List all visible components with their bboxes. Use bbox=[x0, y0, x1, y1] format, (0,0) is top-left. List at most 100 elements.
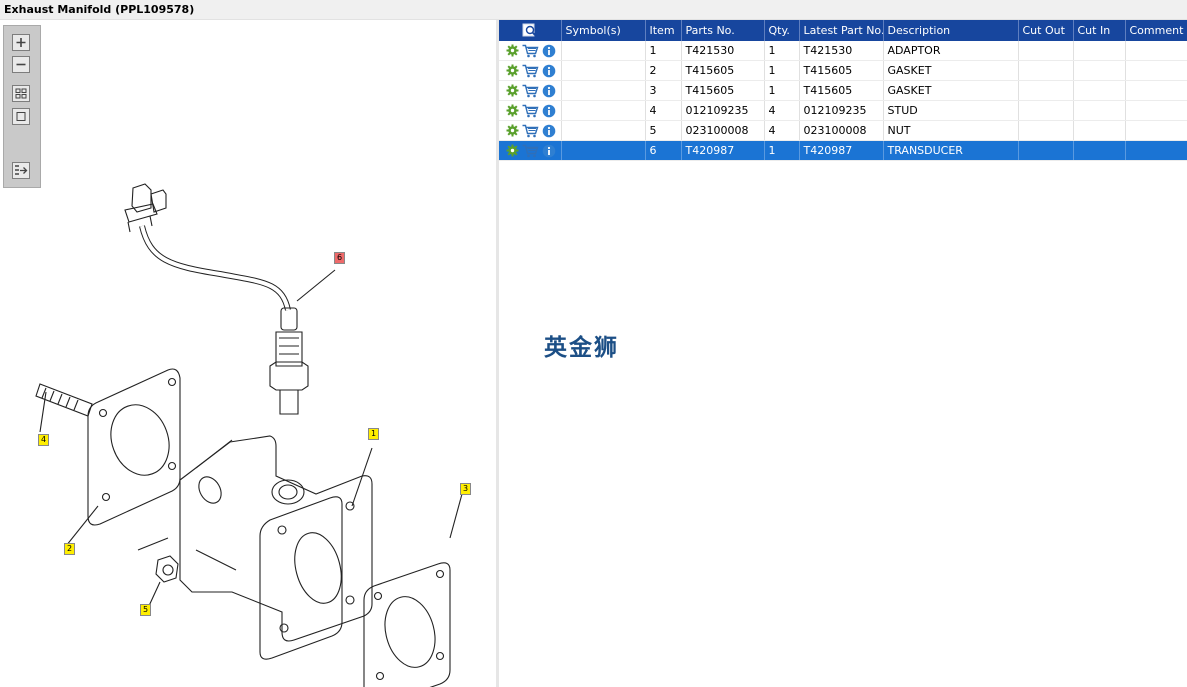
callout-1[interactable]: 1 bbox=[368, 428, 380, 440]
info-icon[interactable] bbox=[542, 64, 556, 78]
cell-symbols bbox=[561, 120, 646, 141]
cart-icon[interactable] bbox=[522, 124, 539, 138]
cart-icon[interactable] bbox=[522, 44, 539, 58]
gear-icon[interactable] bbox=[506, 84, 519, 97]
cell-item: 6 bbox=[645, 140, 682, 161]
info-icon[interactable] bbox=[542, 44, 556, 58]
parts-table: Symbol(s) Item Parts No. Qty. Latest Par… bbox=[499, 20, 1187, 161]
table-row[interactable]: 1 T421530 1 T421530 ADAPTOR bbox=[499, 41, 1187, 61]
cell-symbols bbox=[561, 41, 646, 61]
cell-comment bbox=[1125, 120, 1187, 141]
cell-qty: 4 bbox=[764, 120, 800, 141]
gear-icon[interactable] bbox=[506, 124, 519, 137]
gear-icon[interactable] bbox=[506, 64, 519, 77]
cell-qty: 1 bbox=[764, 60, 800, 81]
table-row[interactable]: 3 T415605 1 T415605 GASKET bbox=[499, 80, 1187, 101]
callout-6[interactable]: 6 bbox=[334, 252, 346, 264]
cell-latest-part-no: T415605 bbox=[799, 80, 884, 101]
cell-parts-no: 012109235 bbox=[681, 100, 765, 121]
list-jump-icon[interactable] bbox=[12, 162, 30, 179]
search-filter-icon[interactable] bbox=[522, 23, 538, 38]
cell-item: 5 bbox=[645, 120, 682, 141]
cell-description: GASKET bbox=[883, 60, 1019, 81]
cell-description: ADAPTOR bbox=[883, 41, 1019, 61]
watermark-text: 英金狮 bbox=[544, 335, 619, 361]
table-row[interactable]: 2 T415605 1 T415605 GASKET bbox=[499, 60, 1187, 81]
panel-splitter[interactable] bbox=[496, 20, 499, 687]
table-row[interactable]: 5 023100008 4 023100008 NUT bbox=[499, 120, 1187, 141]
cell-cut-out bbox=[1018, 41, 1074, 61]
callout-4[interactable]: 4 bbox=[38, 434, 50, 446]
row-actions bbox=[499, 100, 562, 121]
info-icon[interactable] bbox=[542, 84, 556, 98]
cell-cut-out bbox=[1018, 80, 1074, 101]
cart-icon[interactable] bbox=[522, 104, 539, 118]
cell-parts-no: T421530 bbox=[681, 41, 765, 61]
row-actions bbox=[499, 41, 562, 61]
cell-comment bbox=[1125, 41, 1187, 61]
column-header-latest-part-no[interactable]: Latest Part No. bbox=[799, 20, 884, 41]
table-row[interactable]: 6 T420987 1 T420987 TRANSDUCER bbox=[499, 140, 1187, 161]
info-icon[interactable] bbox=[542, 124, 556, 138]
column-header-cut-in[interactable]: Cut In bbox=[1073, 20, 1126, 41]
window-titlebar: Exhaust Manifold (PPL109578) bbox=[0, 0, 1187, 20]
cell-cut-in bbox=[1073, 100, 1126, 121]
cell-cut-in bbox=[1073, 120, 1126, 141]
cell-description: TRANSDUCER bbox=[883, 140, 1019, 161]
table-header-row: Symbol(s) Item Parts No. Qty. Latest Par… bbox=[499, 20, 1187, 41]
cell-comment bbox=[1125, 140, 1187, 161]
zoom-out-icon[interactable] bbox=[12, 56, 30, 73]
cart-icon[interactable] bbox=[522, 144, 539, 158]
info-icon[interactable] bbox=[542, 104, 556, 118]
cell-cut-in bbox=[1073, 140, 1126, 161]
cell-qty: 4 bbox=[764, 100, 800, 121]
cell-parts-no: T415605 bbox=[681, 80, 765, 101]
column-header-parts-no[interactable]: Parts No. bbox=[681, 20, 765, 41]
cell-cut-in bbox=[1073, 60, 1126, 81]
table-row[interactable]: 4 012109235 4 012109235 STUD bbox=[499, 100, 1187, 121]
row-actions bbox=[499, 80, 562, 101]
cell-item: 3 bbox=[645, 80, 682, 101]
fit-all-icon[interactable] bbox=[12, 85, 30, 102]
cell-comment bbox=[1125, 60, 1187, 81]
cell-symbols bbox=[561, 80, 646, 101]
gear-icon[interactable] bbox=[506, 44, 519, 57]
cell-cut-in bbox=[1073, 41, 1126, 61]
column-header-search[interactable] bbox=[499, 20, 562, 41]
window-title: Exhaust Manifold (PPL109578) bbox=[4, 3, 195, 16]
diagram-panel: 1 2 3 4 5 6 bbox=[0, 20, 496, 687]
callout-2[interactable]: 2 bbox=[64, 543, 76, 555]
cell-item: 1 bbox=[645, 41, 682, 61]
cell-qty: 1 bbox=[764, 41, 800, 61]
column-header-symbols[interactable]: Symbol(s) bbox=[561, 20, 646, 41]
diagram-toolbar bbox=[3, 25, 41, 188]
cell-symbols bbox=[561, 60, 646, 81]
cell-comment bbox=[1125, 100, 1187, 121]
gear-icon[interactable] bbox=[506, 104, 519, 117]
column-header-cut-out[interactable]: Cut Out bbox=[1018, 20, 1074, 41]
fit-window-icon[interactable] bbox=[12, 108, 30, 125]
cell-comment bbox=[1125, 80, 1187, 101]
cell-latest-part-no: T415605 bbox=[799, 60, 884, 81]
column-header-description[interactable]: Description bbox=[883, 20, 1019, 41]
cell-symbols bbox=[561, 140, 646, 161]
exhaust-manifold-diagram bbox=[35, 183, 463, 687]
cell-latest-part-no: 012109235 bbox=[799, 100, 884, 121]
cell-qty: 1 bbox=[764, 80, 800, 101]
cell-item: 2 bbox=[645, 60, 682, 81]
column-header-comment[interactable]: Comment bbox=[1125, 20, 1187, 41]
zoom-in-icon[interactable] bbox=[12, 34, 30, 51]
cell-description: GASKET bbox=[883, 80, 1019, 101]
callout-5[interactable]: 5 bbox=[140, 604, 152, 616]
info-icon[interactable] bbox=[542, 144, 556, 158]
cell-qty: 1 bbox=[764, 140, 800, 161]
cell-cut-in bbox=[1073, 80, 1126, 101]
gear-icon[interactable] bbox=[506, 144, 519, 157]
cart-icon[interactable] bbox=[522, 64, 539, 78]
column-header-item[interactable]: Item bbox=[645, 20, 682, 41]
callout-3[interactable]: 3 bbox=[460, 483, 472, 495]
column-header-qty[interactable]: Qty. bbox=[764, 20, 800, 41]
row-actions bbox=[499, 120, 562, 141]
row-actions bbox=[499, 60, 562, 81]
cart-icon[interactable] bbox=[522, 84, 539, 98]
